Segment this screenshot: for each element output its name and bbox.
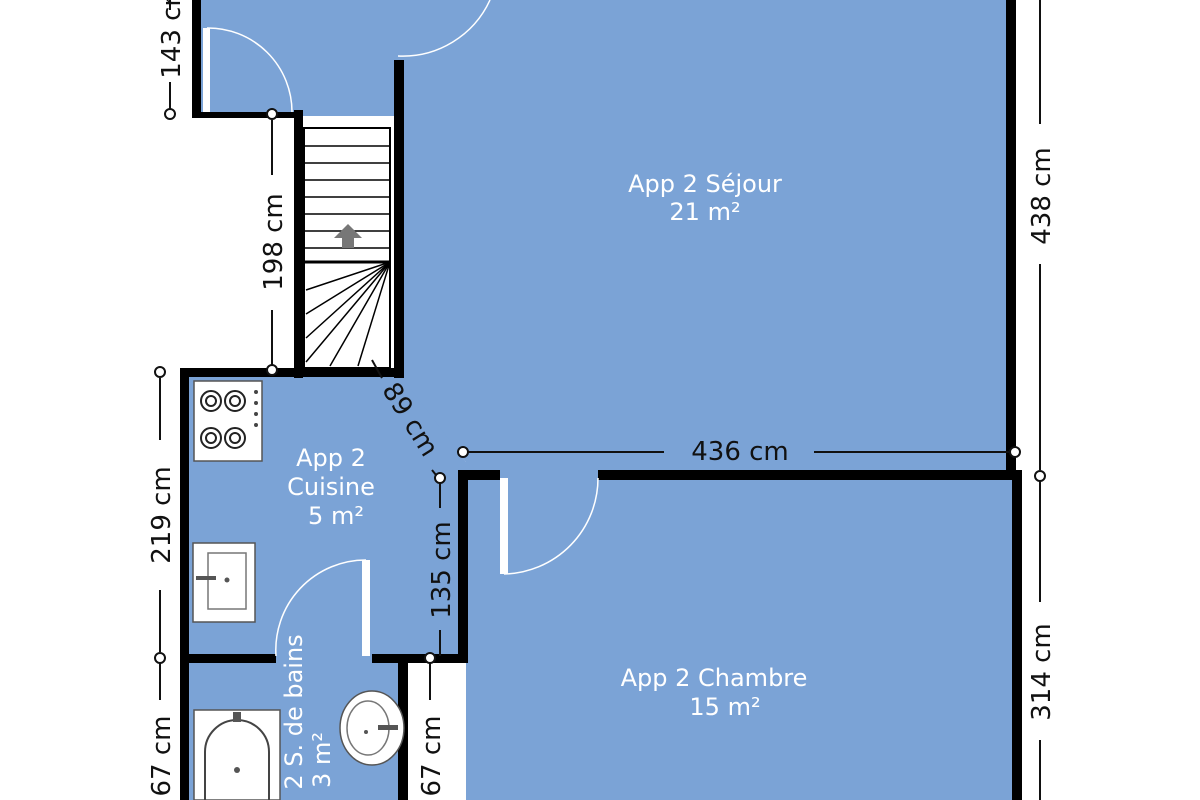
doors xyxy=(203,0,599,657)
bains-name: 2 S. de bains xyxy=(280,634,308,789)
dim-67-right-label: 67 cm xyxy=(417,716,447,797)
dim-135-label: 135 cm xyxy=(427,521,457,619)
stair-treads xyxy=(304,145,391,367)
staircase xyxy=(303,127,391,369)
chambre-area xyxy=(466,476,1018,800)
dimension-endpoints xyxy=(154,108,1046,664)
bains-door-swing xyxy=(275,559,367,657)
dim-219-label: 219 cm xyxy=(147,466,177,564)
chambre-area: 15 m² xyxy=(689,693,760,721)
sejour-area xyxy=(398,0,1012,476)
cooktop-icon xyxy=(193,380,263,462)
hall-door-swing xyxy=(206,27,293,113)
chambre-name: App 2 Chambre xyxy=(621,664,808,692)
hall-area xyxy=(196,0,398,116)
kitchen-sink-icon xyxy=(192,542,256,623)
room-fills xyxy=(186,0,1018,800)
dim-143-label: 143 cm xyxy=(157,0,187,79)
dim-436-label: 436 cm xyxy=(691,437,789,467)
chambre-door-swing xyxy=(503,477,599,575)
top-door-swing xyxy=(397,0,491,57)
dim-198-label: 198 cm xyxy=(259,193,289,291)
chambre-door-leaf xyxy=(500,478,508,574)
sejour-name: App 2 Séjour xyxy=(628,170,782,198)
washbasin-icon xyxy=(339,690,405,766)
bains-area: 3 m² xyxy=(308,732,336,788)
dim-438-label: 438 cm xyxy=(1027,147,1057,245)
cuisine-area: 5 m² xyxy=(308,502,364,530)
bains-door-leaf xyxy=(362,560,370,656)
bathtub-icon xyxy=(193,709,281,800)
dim-314-label: 314 cm xyxy=(1027,623,1057,721)
hall-door-leaf xyxy=(203,28,210,112)
cuisine-name-line1: App 2 xyxy=(296,444,366,472)
dim-67-left-label: 67 cm xyxy=(147,716,177,797)
cuisine-name-line2: Cuisine xyxy=(287,473,375,501)
sejour-area: 21 m² xyxy=(669,198,740,226)
stair-arrow-icon xyxy=(334,224,362,248)
